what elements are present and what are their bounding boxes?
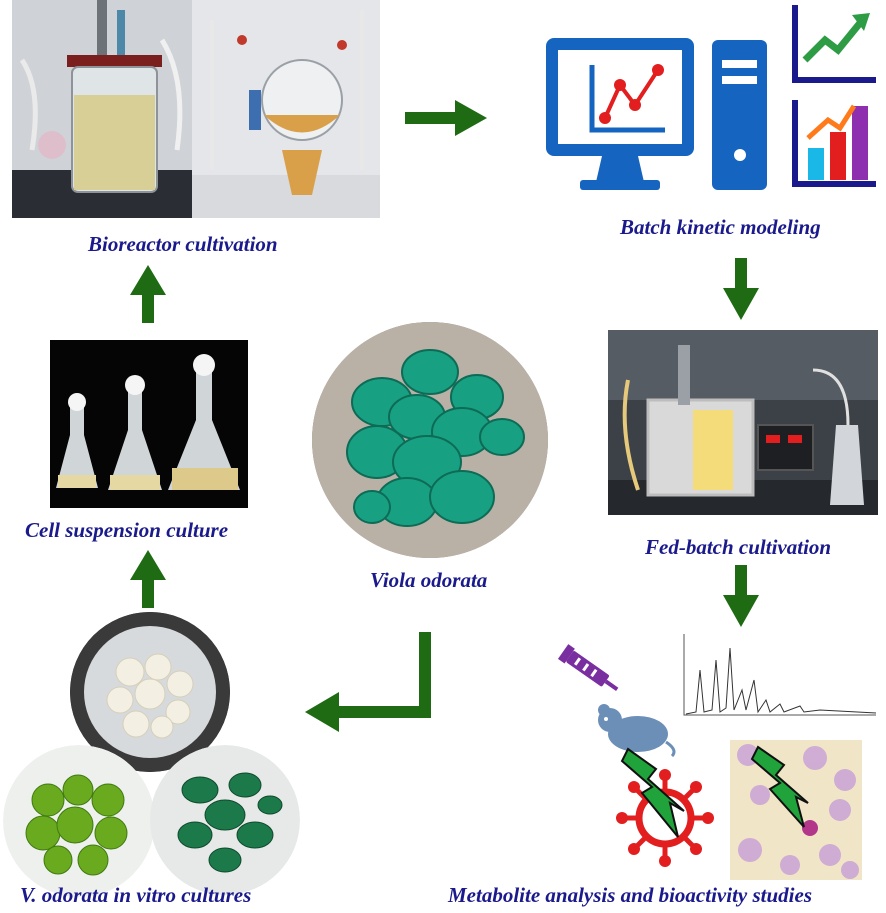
callus-photo bbox=[3, 745, 155, 897]
arrow-down-icon bbox=[723, 258, 759, 320]
cell-suspension-label: Cell suspension culture bbox=[25, 518, 229, 542]
plant-photo bbox=[312, 322, 548, 558]
flasks-photo bbox=[50, 340, 248, 508]
fed-batch-label: Fed-batch cultivation bbox=[645, 535, 832, 559]
callus-photo bbox=[70, 612, 230, 772]
viola-label: Viola odorata bbox=[370, 568, 488, 592]
fermenter-photo bbox=[608, 330, 878, 515]
bioreactor-photo bbox=[12, 0, 380, 218]
bar-chart-icon bbox=[792, 100, 876, 187]
mouse-icon bbox=[598, 704, 676, 757]
computer-icon bbox=[546, 38, 767, 190]
syringe-icon bbox=[557, 644, 619, 691]
arrow-up-icon bbox=[130, 550, 166, 608]
batch-kinetic-label: Batch kinetic modeling bbox=[620, 215, 821, 239]
plantlets-photo bbox=[150, 745, 300, 895]
chromatogram-icon bbox=[670, 630, 880, 725]
arrow-up-icon bbox=[130, 265, 166, 323]
lightning-icon bbox=[750, 745, 809, 828]
arrow-left-icon bbox=[305, 632, 431, 732]
arrow-right-icon bbox=[405, 100, 487, 136]
bioreactor-label: Bioreactor cultivation bbox=[88, 232, 278, 256]
lightning-icon bbox=[620, 747, 685, 838]
metabolite-label: Metabolite analysis and bioactivity stud… bbox=[448, 883, 812, 907]
in-vitro-label: V. odorata in vitro cultures bbox=[20, 883, 252, 907]
virus-icon bbox=[616, 769, 714, 867]
arrow-down-icon bbox=[723, 565, 759, 627]
line-chart-icon bbox=[792, 5, 876, 83]
